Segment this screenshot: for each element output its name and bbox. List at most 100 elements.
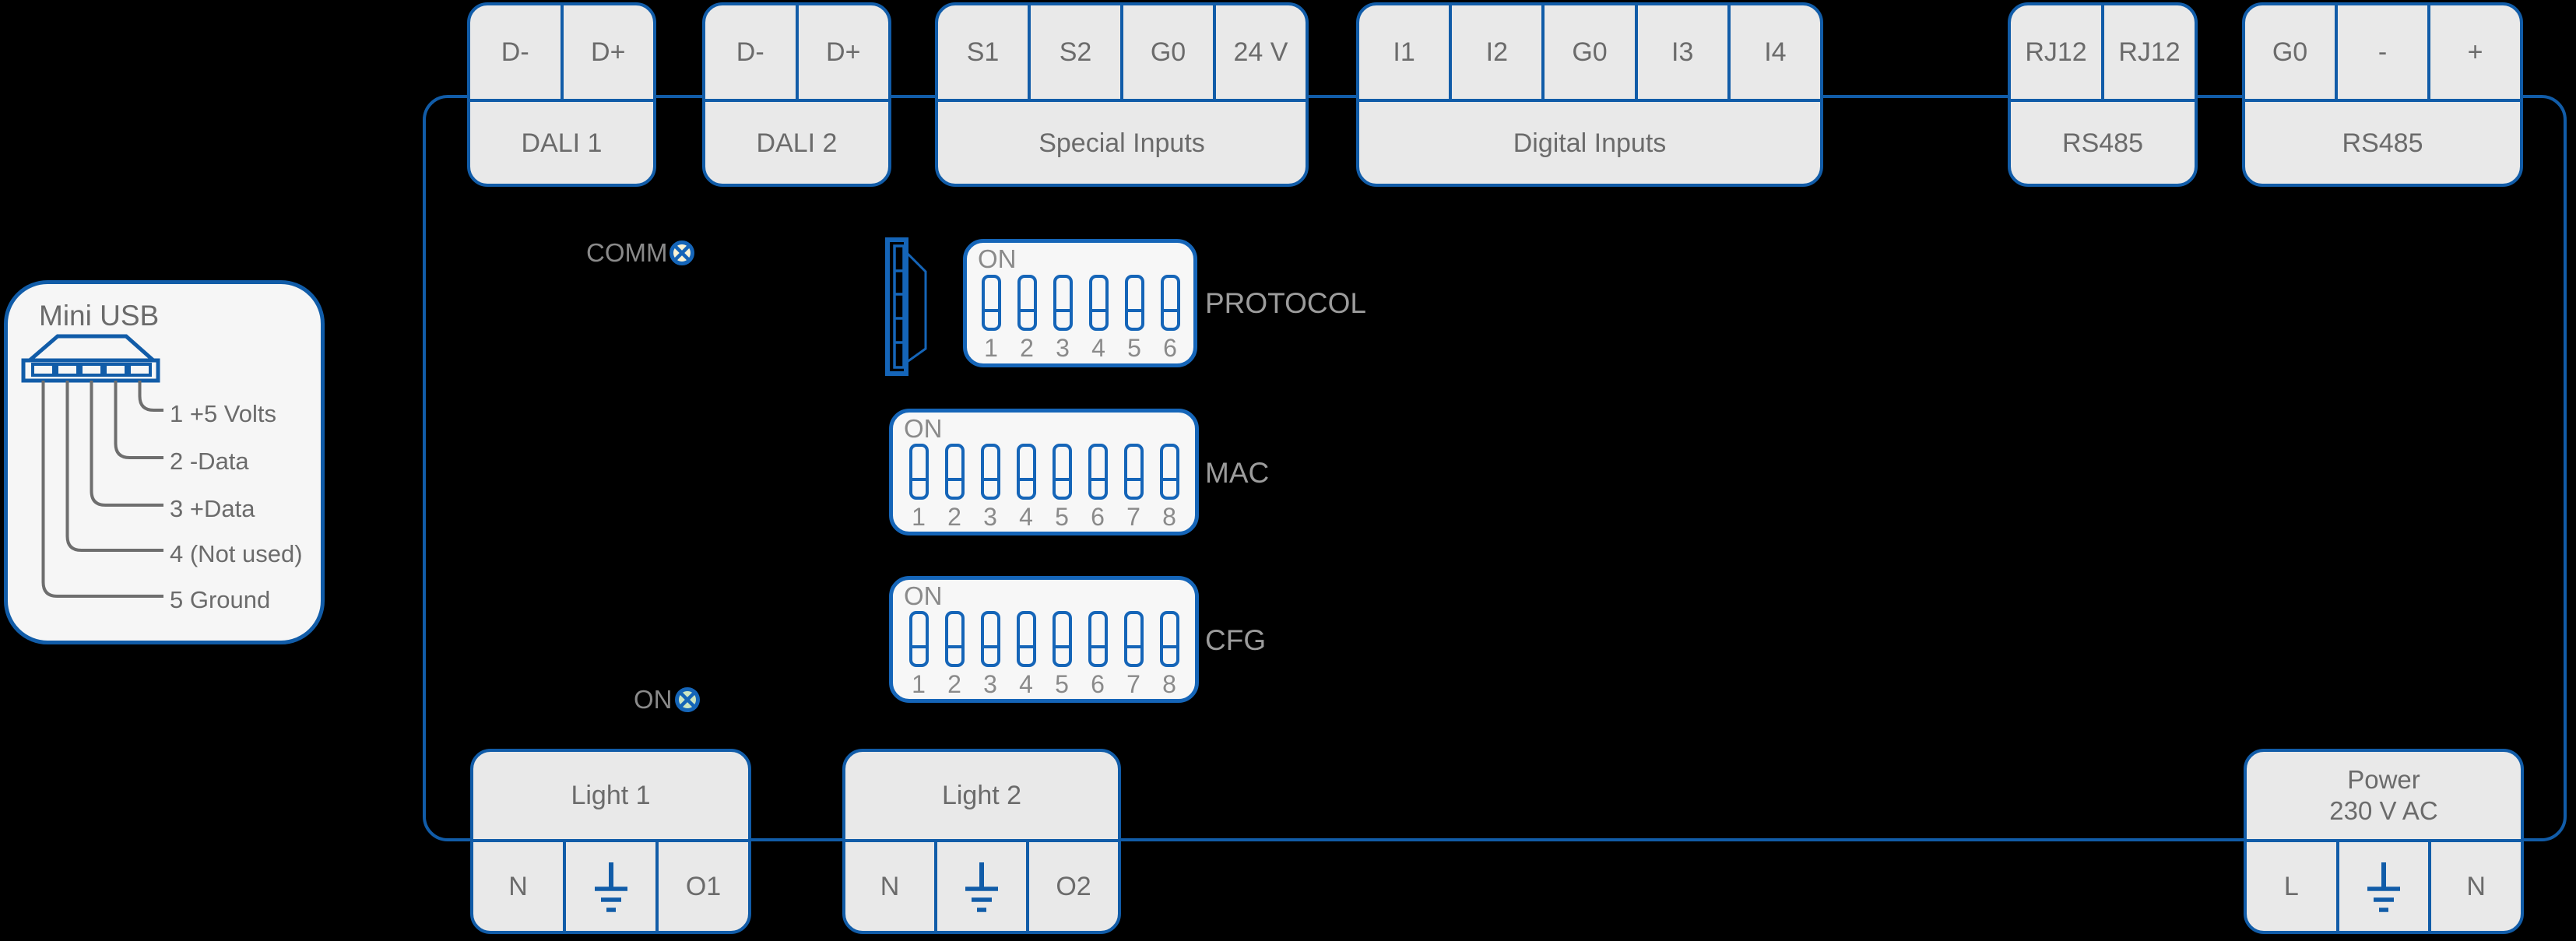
terminal-block-light2: Light 2 N O2 <box>842 749 1121 934</box>
terminal-label: I1 <box>1393 37 1415 67</box>
terminal-label: L <box>2283 871 2299 901</box>
dip-position-number: 2 <box>1020 334 1034 362</box>
dip-lever <box>944 444 965 500</box>
block-title: Light 2 <box>845 752 1118 842</box>
dip-position-number: 8 <box>1162 670 1176 698</box>
power-on-led-indicator: ON <box>634 685 701 715</box>
terminal-label: S1 <box>966 37 1000 67</box>
dip-lever <box>1123 611 1144 667</box>
terminal-label: D- <box>501 37 529 67</box>
dip-position-number: 1 <box>912 503 926 531</box>
terminal-cell: - <box>2338 5 2430 99</box>
dip-switch-mac: ON 1 2 3 4 5 6 7 8 <box>889 409 1199 535</box>
terminal-block-dali2: D- D+ DALI 2 <box>702 2 891 187</box>
device-body-outline <box>423 95 2567 841</box>
dip-lever <box>1159 444 1179 500</box>
dip-lever <box>1052 611 1072 667</box>
block-title: Light 1 <box>473 752 748 842</box>
terminal-block-special-inputs: S1 S2 G0 24 V Special Inputs <box>935 2 1309 187</box>
terminal-label: RJ12 <box>2025 37 2087 67</box>
terminal-block-rs485-rj12: RJ12 RJ12 RS485 <box>2008 2 2198 187</box>
terminal-cell: N <box>845 842 937 931</box>
terminal-label: N <box>2466 871 2486 901</box>
comm-led-indicator: COMM <box>586 238 696 268</box>
dip-lever <box>1159 611 1179 667</box>
usb-pin-label-1: 1 +5 Volts <box>170 400 277 427</box>
terminal-cell: RJ12 <box>2104 5 2195 99</box>
terminal-label: I3 <box>1671 37 1694 67</box>
dip-position-number: 5 <box>1127 334 1141 362</box>
terminal-cell: D+ <box>564 5 654 99</box>
terminal-cell: 24 V <box>1216 5 1306 99</box>
dip-position-number: 5 <box>1055 670 1069 698</box>
block-title: RS485 <box>2342 128 2423 158</box>
usb-pin-wires <box>41 381 163 598</box>
terminal-label: D+ <box>591 37 626 67</box>
dip-position-number: 4 <box>1091 334 1105 362</box>
dip-lever <box>1052 444 1072 500</box>
dip-position-number: 3 <box>1056 334 1070 362</box>
terminal-cell: N <box>473 842 566 931</box>
dip-lever <box>1016 611 1036 667</box>
power-on-led-icon <box>674 687 700 712</box>
dip-switch-protocol: ON 1 2 3 4 5 6 <box>963 239 1197 367</box>
dip-position-number: 6 <box>1163 334 1177 362</box>
dip-position-number: 7 <box>1126 503 1140 531</box>
usb-pin-label-2: 2 -Data <box>170 448 249 475</box>
terminal-cell: D+ <box>799 5 889 99</box>
terminal-cell <box>566 842 659 931</box>
dip-position-number: 2 <box>947 503 961 531</box>
terminal-block-dali1: D- D+ DALI 1 <box>467 2 656 187</box>
terminal-cell: + <box>2430 5 2520 99</box>
dip-lever <box>1160 275 1180 331</box>
dip-lever <box>944 611 965 667</box>
block-title: DALI 1 <box>521 128 603 158</box>
dip-lever <box>1088 444 1108 500</box>
dip-lever <box>981 275 1001 331</box>
block-title: DALI 2 <box>756 128 838 158</box>
mini-usb-connector-icon <box>21 334 163 598</box>
dip-lever <box>1053 275 1073 331</box>
dip-lever <box>1016 444 1036 500</box>
terminal-label: G0 <box>2272 37 2308 67</box>
dip-position-number: 3 <box>983 670 997 698</box>
dip-position-number: 8 <box>1162 503 1176 531</box>
terminal-cell <box>937 842 1029 931</box>
dip-lever <box>908 444 929 500</box>
terminal-cell: I2 <box>1452 5 1545 99</box>
terminal-label: G0 <box>1150 37 1186 67</box>
terminal-cell: I4 <box>1731 5 1820 99</box>
power-title-line2: 230 V AC <box>2329 796 2438 825</box>
terminal-cell: G0 <box>1123 5 1216 99</box>
dip-lever <box>1088 275 1109 331</box>
terminal-label: G0 <box>1572 37 1608 67</box>
usb-pin-label-3: 3 +Data <box>170 495 255 522</box>
usb-pin-label-5: 5 Ground <box>170 586 271 613</box>
terminal-cell: S2 <box>1031 5 1123 99</box>
mini-usb-panel: Mini USB 1 +5 Volts 2 -Data 3 +Data 4 (N… <box>4 280 325 644</box>
terminal-label: N <box>508 871 528 901</box>
terminal-cell: G0 <box>1545 5 1638 99</box>
dip-cfg-label: CFG <box>1205 624 1267 656</box>
terminal-block-light1: Light 1 N O1 <box>470 749 751 934</box>
card-edge-connector-icon <box>885 237 927 376</box>
dip-position-number: 5 <box>1055 503 1069 531</box>
power-on-led-label: ON <box>634 685 673 714</box>
terminal-label: D+ <box>826 37 861 67</box>
dip-lever <box>980 444 1000 500</box>
earth-ground-icon <box>594 862 627 912</box>
comm-led-label: COMM <box>586 238 668 267</box>
dip-position-number: 2 <box>947 670 961 698</box>
terminal-label: S2 <box>1059 37 1092 67</box>
terminal-cell: RJ12 <box>2011 5 2104 99</box>
block-title: Power 230 V AC <box>2247 752 2521 842</box>
comm-led-icon <box>669 241 695 265</box>
terminal-block-rs485-screw: G0 - + RS485 <box>2242 2 2523 187</box>
dip-lever <box>1017 275 1037 331</box>
dip-lever <box>1123 444 1144 500</box>
terminal-cell: G0 <box>2245 5 2338 99</box>
terminal-label: I2 <box>1485 37 1508 67</box>
terminal-cell: O2 <box>1029 842 1118 931</box>
dip-mac-label: MAC <box>1205 457 1270 489</box>
terminal-label: O2 <box>1056 871 1091 901</box>
